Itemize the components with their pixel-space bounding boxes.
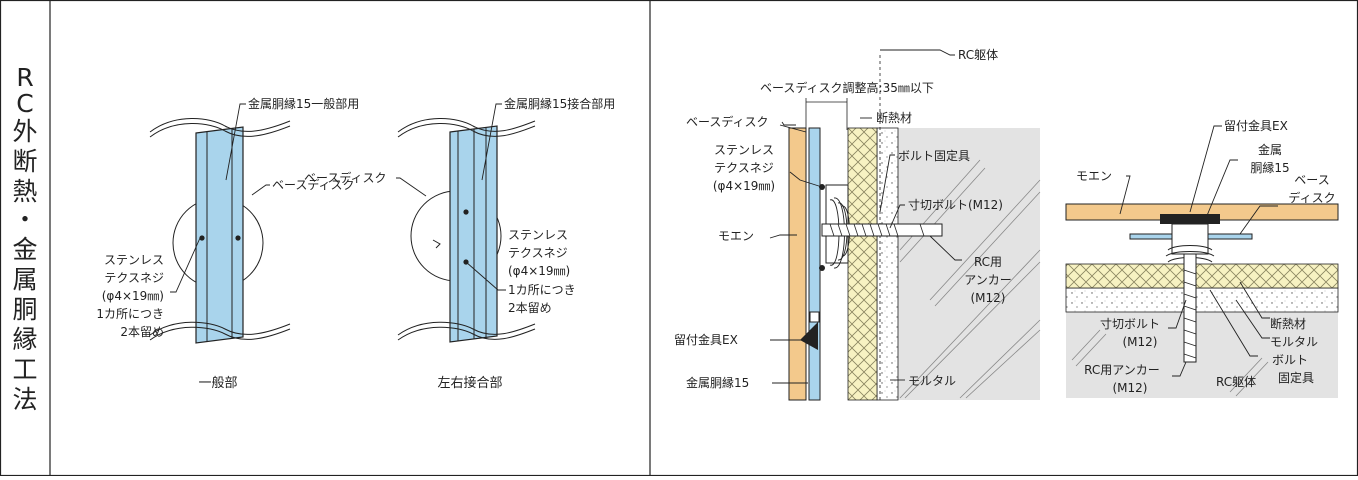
label-bracket: 留付金具EX <box>674 332 738 347</box>
panel-vertical-section: RC躯体 ベースディスク調整高:35㎜以下 ベースディスク 断熱材 ステンレス … <box>674 47 1041 401</box>
side-title-char: C <box>16 89 33 118</box>
label-cut-bolt-line: (M12) <box>1123 335 1158 349</box>
side-title: R C 外 断 熱 ・ 金 属 胴 縁 工 法 <box>12 63 37 414</box>
label-screw-line: ステンレス <box>508 228 568 242</box>
label-insulation: 断熱材 <box>876 110 912 125</box>
label-mortar: モルタル <box>908 374 956 388</box>
side-title-char: 胴 <box>12 295 37 324</box>
insulation-layer <box>1065 263 1339 289</box>
bracket-ex <box>800 322 818 350</box>
insulation-layer <box>847 127 878 401</box>
side-title-char: 熱 <box>12 177 37 206</box>
furring-joint-drawing <box>397 118 536 343</box>
label-screw-line: 2本留め <box>120 325 164 339</box>
label-screw-line: (φ4×19㎜) <box>102 289 164 303</box>
furring-section <box>808 127 821 401</box>
label-adjust-height: ベースディスク調整高:35㎜以下 <box>760 80 934 95</box>
label-furring-joint: 金属胴縁15接合部用 <box>504 96 615 111</box>
label-rc-body: RC躯体 <box>958 47 998 62</box>
side-title-char: 金 <box>12 235 37 264</box>
rc-body-block <box>1066 300 1338 398</box>
label-anchor-line: (M12) <box>1113 381 1148 395</box>
label-insulation: 断熱材 <box>1270 316 1306 331</box>
label-bolt-fixer-line: 固定具 <box>1278 370 1314 385</box>
label-screw-line: テクスネジ <box>508 246 568 260</box>
screw-icon <box>432 239 441 249</box>
label-cut-bolt: 寸切ボルト(M12) <box>908 198 1003 212</box>
side-title-char: 工 <box>12 355 37 384</box>
label-moen: モエン <box>1076 169 1112 183</box>
screw-dot <box>199 235 205 241</box>
label-bracket: 留付金具EX <box>1224 118 1288 133</box>
label-anchor-line: (M12) <box>971 291 1006 305</box>
side-title-char: ・ <box>12 205 37 234</box>
side-title-char: 法 <box>12 385 37 414</box>
label-screw-line: テクスネジ <box>714 161 774 175</box>
label-screw-line: ステンレス <box>104 253 164 267</box>
side-title-char: R <box>16 63 33 92</box>
label-screw-line: テクスネジ <box>104 271 164 285</box>
label-base-disk: ベースディスク <box>686 114 769 129</box>
side-title-char: 外 <box>12 117 37 146</box>
label-screw-line: (φ4×19㎜) <box>713 179 775 193</box>
label-furring-line: 胴縁15 <box>1250 160 1289 175</box>
label-base-disk: ベースディスク <box>272 177 355 192</box>
label-bolt-fixer: ボルト固定具 <box>898 148 970 163</box>
rc-body-block <box>898 128 1040 400</box>
label-base-disk-line: ディスク <box>1288 190 1335 205</box>
side-title-char: 属 <box>12 265 37 294</box>
caption-general: 一般部 <box>198 375 237 391</box>
label-anchor-line: RC用 <box>974 255 1002 269</box>
label-screw-line: (φ4×19㎜) <box>508 264 570 278</box>
label-furring-general: 金属胴縁15一般部用 <box>248 96 359 111</box>
label-anchor-line: アンカー <box>964 273 1012 287</box>
mortar-layer <box>1065 287 1339 313</box>
label-anchor-line: RC用アンカー <box>1084 363 1160 377</box>
label-screw-line: ステンレス <box>714 143 774 157</box>
screw-dot <box>235 235 241 241</box>
label-cut-bolt-line: 寸切ボルト <box>1100 317 1160 331</box>
panel-elevation: 金属胴縁15一般部用 ベースディスク 金属胴縁15接合部用 ベースディスク ステ… <box>96 96 615 391</box>
label-screw-line: 2本留め <box>508 301 552 315</box>
label-mortar: モルタル <box>1270 335 1318 349</box>
bolt-assembly <box>800 184 943 350</box>
label-moen: モエン <box>718 229 754 243</box>
label-base-disk-line: ベース <box>1294 173 1329 187</box>
label-bolt-fixer-line: ボルト <box>1272 353 1308 367</box>
label-screw-line: 1カ所につき <box>96 307 164 321</box>
label-furring-line: 金属 <box>1258 142 1282 157</box>
panel-horizontal-section: 留付金具EX 金属 胴縁15 モエン ベース ディスク 断熱材 寸切ボルト (M… <box>1065 118 1339 398</box>
furring-general-drawing <box>149 118 291 344</box>
label-furring: 金属胴縁15 <box>686 375 749 390</box>
siding-moen <box>788 127 807 401</box>
label-screw-line: 1カ所につき <box>508 283 576 297</box>
bolt-assembly <box>1129 214 1253 363</box>
side-title-char: 縁 <box>12 325 37 354</box>
label-rc-body: RC躯体 <box>1216 374 1256 389</box>
caption-joint: 左右接合部 <box>437 375 502 391</box>
label-base-disk: ベースディスク <box>304 170 387 185</box>
side-title-char: 断 <box>12 147 37 176</box>
